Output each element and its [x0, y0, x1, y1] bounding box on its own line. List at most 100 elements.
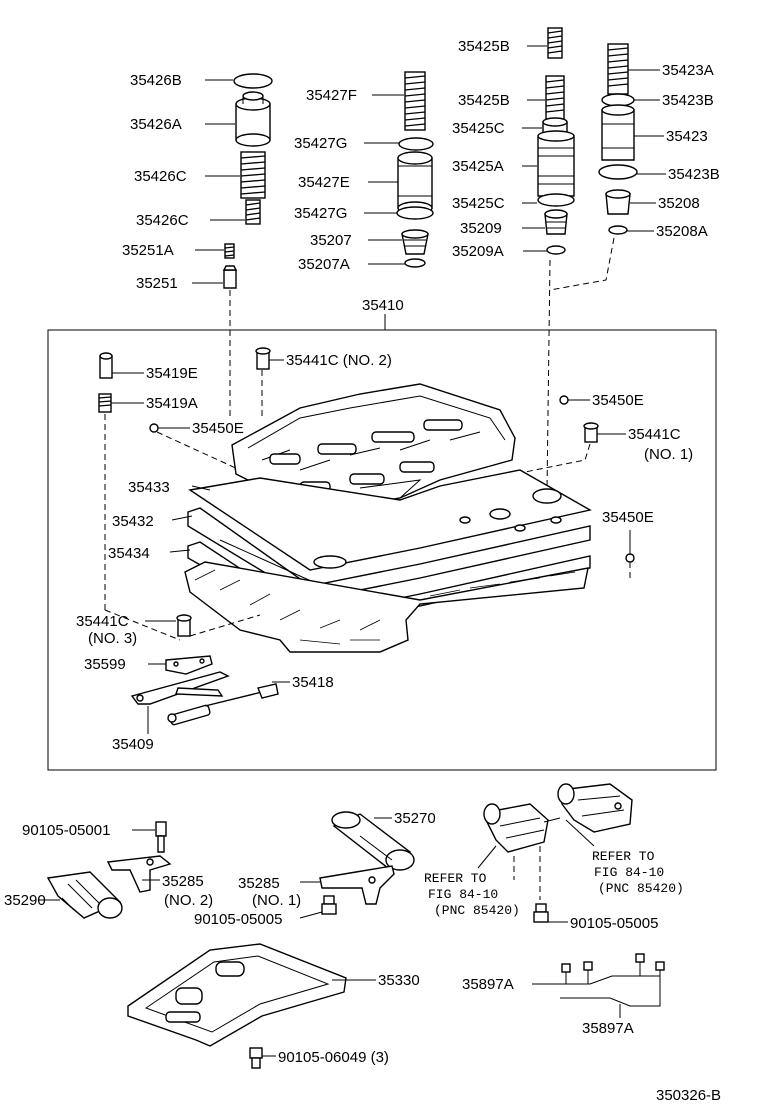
- assembly-frame: [47, 329, 717, 771]
- part-35599-plate[interactable]: [165, 655, 213, 675]
- part-35425B-mid[interactable]: [545, 75, 565, 121]
- label-35427F: 35427F: [306, 87, 357, 104]
- label-35427G-bottom: 35427G: [294, 205, 347, 222]
- label-35251A: 35251A: [122, 242, 174, 259]
- part-solenoid-pair-left[interactable]: [483, 803, 561, 853]
- part-35423[interactable]: [601, 109, 635, 161]
- part-35285-no2-bracket[interactable]: [106, 855, 172, 893]
- part-35450E-side[interactable]: [625, 553, 635, 563]
- part-35251A[interactable]: [224, 243, 235, 259]
- frame-label: 35410: [362, 297, 404, 314]
- part-35270-solenoid[interactable]: [331, 811, 415, 871]
- label-35251: 35251: [136, 275, 178, 292]
- reference-right-line1: REFER TO: [592, 849, 655, 864]
- label-35425C-top: 35425C: [452, 120, 505, 137]
- part-35409-lever[interactable]: [130, 671, 230, 705]
- part-35450E-right[interactable]: [559, 395, 569, 405]
- label-35450E-left: 35450E: [192, 420, 244, 437]
- part-35441C-no1[interactable]: [583, 422, 599, 443]
- part-35285-no1-bracket[interactable]: [319, 865, 395, 905]
- label-35208: 35208: [658, 195, 700, 212]
- label-90105-05005-right: 90105-05005: [570, 915, 658, 932]
- label-35426B: 35426B: [130, 72, 182, 89]
- label-35450E-right: 35450E: [592, 392, 644, 409]
- part-35207A[interactable]: [404, 258, 426, 268]
- label-35897A-left: 35897A: [462, 976, 514, 993]
- label-35209A: 35209A: [452, 243, 504, 260]
- label-35441C-no1-sub: (NO. 1): [644, 446, 693, 463]
- label-35426C-bottom: 35426C: [136, 212, 189, 229]
- label-35427E: 35427E: [298, 174, 350, 191]
- label-35432: 35432: [112, 513, 154, 530]
- label-35441C-no1: 35441C: [628, 426, 681, 443]
- label-90105-06049: 90105-06049 (3): [278, 1049, 389, 1066]
- part-35330-strainer[interactable]: [127, 943, 347, 1047]
- label-35285-no2: 35285: [162, 873, 204, 890]
- label-35897A-bottom: 35897A: [582, 1020, 634, 1037]
- part-35897A-pipes[interactable]: [560, 953, 665, 1007]
- label-35425B-top: 35425B: [458, 38, 510, 55]
- part-90105-05005-bolt-left[interactable]: [321, 895, 337, 915]
- part-35426B[interactable]: [233, 73, 273, 89]
- label-35423: 35423: [666, 128, 708, 145]
- label-35423A: 35423A: [662, 62, 714, 79]
- label-90105-05001: 90105-05001: [22, 822, 110, 839]
- part-35419E[interactable]: [99, 352, 113, 379]
- label-35207: 35207: [310, 232, 352, 249]
- part-35209A[interactable]: [546, 245, 566, 255]
- part-35419A[interactable]: [98, 393, 112, 413]
- part-90105-06049-bolt[interactable]: [249, 1047, 263, 1069]
- part-group-35426: [222, 73, 273, 420]
- part-35425C-bottom[interactable]: [537, 193, 575, 207]
- part-90105-05005-bolt-right[interactable]: [533, 903, 549, 923]
- label-35426A: 35426A: [130, 116, 182, 133]
- label-35450E-side: 35450E: [602, 509, 654, 526]
- part-35290-solenoid[interactable]: [46, 871, 123, 919]
- part-35427G-top[interactable]: [398, 137, 434, 151]
- part-35433-gasket[interactable]: [188, 469, 592, 571]
- part-35423A-spring[interactable]: [607, 43, 629, 95]
- reference-left-line1: REFER TO: [424, 871, 487, 886]
- label-35441C-no3-sub: (NO. 3): [88, 630, 137, 647]
- part-35427F-spring[interactable]: [404, 71, 426, 131]
- label-35425A: 35425A: [452, 158, 504, 175]
- part-35425A[interactable]: [537, 135, 575, 197]
- label-35208A: 35208A: [656, 223, 708, 240]
- figure-id: 350326-B: [656, 1087, 721, 1104]
- label-35419E: 35419E: [146, 365, 198, 382]
- part-35427G-bottom[interactable]: [396, 206, 434, 220]
- part-35426C-spring[interactable]: [240, 151, 266, 199]
- label-35418: 35418: [292, 674, 334, 691]
- reference-right-line3: (PNC 85420): [598, 881, 684, 896]
- label-35426C-top: 35426C: [134, 168, 187, 185]
- label-35209: 35209: [460, 220, 502, 237]
- label-35427G-top: 35427G: [294, 135, 347, 152]
- part-group-35427: [396, 71, 434, 268]
- part-group-35423: [549, 43, 638, 291]
- part-90105-05001-bolt[interactable]: [155, 821, 167, 853]
- reference-left-line3: (PNC 85420): [434, 903, 520, 918]
- part-35426C-small[interactable]: [245, 199, 261, 225]
- label-35409: 35409: [112, 736, 154, 753]
- part-35441C-no2[interactable]: [255, 347, 271, 370]
- label-35207A: 35207A: [298, 256, 350, 273]
- reference-left-line2: FIG 84-10: [428, 887, 498, 902]
- part-35450E-left[interactable]: [149, 423, 159, 433]
- part-group-35425: [537, 27, 575, 491]
- label-35599: 35599: [84, 656, 126, 673]
- part-35425B-top[interactable]: [547, 27, 563, 59]
- part-35423B-bottom[interactable]: [598, 164, 638, 180]
- label-35425B-mid: 35425B: [458, 92, 510, 109]
- part-35251[interactable]: [223, 269, 237, 289]
- part-35208A[interactable]: [608, 225, 628, 235]
- label-35425C-bottom: 35425C: [452, 195, 505, 212]
- label-35433: 35433: [128, 479, 170, 496]
- part-35423B-top[interactable]: [601, 93, 635, 107]
- part-35441C-no3[interactable]: [176, 614, 192, 637]
- part-solenoid-pair-right[interactable]: [557, 783, 633, 833]
- label-35423B-top: 35423B: [662, 92, 714, 109]
- part-35418-rod[interactable]: [167, 683, 279, 726]
- part-lower-valve-body[interactable]: [184, 561, 589, 653]
- part-upper-valve-body[interactable]: [231, 383, 516, 509]
- label-90105-05005-left: 90105-05005: [194, 911, 282, 928]
